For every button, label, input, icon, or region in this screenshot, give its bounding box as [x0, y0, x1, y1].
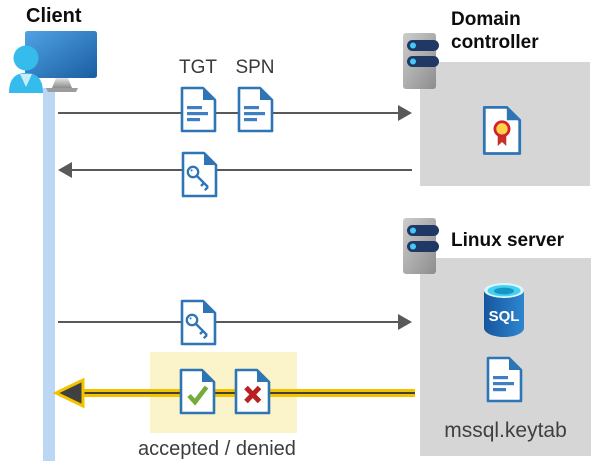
keytab-document-icon — [486, 356, 523, 403]
client-lifeline — [43, 88, 55, 461]
ticket-arrowhead — [398, 314, 412, 330]
key-document-icon — [181, 151, 218, 198]
cross-document-icon — [234, 368, 271, 415]
certificate-document-icon — [482, 105, 522, 155]
spn-label: SPN — [235, 57, 275, 78]
tgt-document-icon — [180, 86, 217, 133]
linux-server-title: Linux server — [451, 230, 564, 251]
server-tower-icon — [403, 218, 439, 274]
spn-document-icon — [237, 86, 274, 133]
tgt-label: TGT — [179, 57, 217, 78]
keytab-label: mssql.keytab — [444, 419, 567, 442]
response-arrow-line — [70, 169, 412, 171]
sql-badge-text: SQL — [489, 308, 520, 325]
request-arrow-line — [58, 112, 400, 114]
client-title: Client — [26, 5, 82, 27]
result-label: accepted / denied — [138, 438, 296, 460]
key-document-icon — [180, 299, 217, 346]
result-arrowhead — [52, 378, 85, 408]
domain-controller-title: Domain controller — [451, 9, 539, 54]
monitor-user-icon — [9, 31, 97, 93]
request-arrowhead — [398, 105, 412, 121]
response-arrowhead — [58, 162, 72, 178]
sql-database-icon: SQL — [484, 283, 524, 337]
server-tower-icon — [403, 33, 439, 89]
ticket-arrow-line — [58, 321, 400, 323]
check-document-icon — [179, 368, 216, 415]
